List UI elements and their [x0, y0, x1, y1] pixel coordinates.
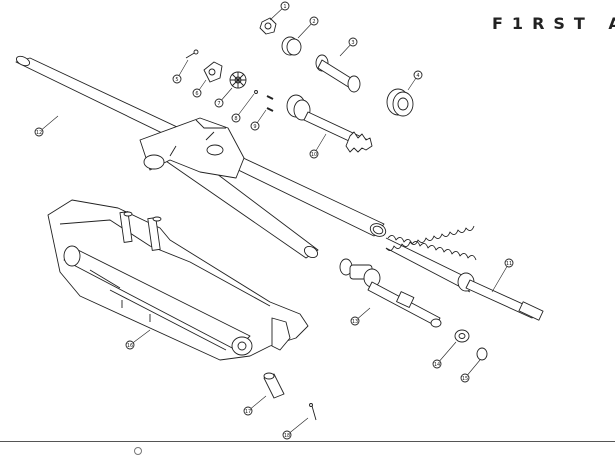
footer-callout-circle	[134, 447, 142, 455]
callout-3-label: 3	[351, 40, 354, 46]
callout-5-label: 5	[175, 77, 178, 83]
part-16-lowers	[47, 199, 309, 361]
footer-divider	[0, 441, 615, 442]
part-13-damper	[339, 258, 442, 328]
callout-2: 2	[309, 16, 319, 26]
crown	[139, 117, 245, 179]
brand-title: F1RST A	[492, 14, 615, 33]
part-7-gear	[229, 71, 247, 89]
callout-6: 6	[192, 88, 202, 98]
callout-7-label: 7	[217, 101, 220, 107]
callout-15: 15	[460, 373, 470, 383]
part-10-cartridge	[286, 94, 373, 153]
part-9-pins	[266, 95, 274, 112]
callout-5: 5	[172, 74, 182, 84]
part-3-shaft	[315, 54, 361, 93]
part-17-valve	[263, 372, 285, 399]
part-1-nut	[259, 17, 277, 35]
callout-9: 9	[250, 121, 260, 131]
part-8-ball	[254, 90, 258, 94]
callout-7: 7	[214, 98, 224, 108]
callout-6-label: 6	[195, 91, 198, 97]
part-18-pin	[309, 403, 317, 421]
callout-1-label: 1	[283, 4, 286, 10]
callout-14-label: 14	[434, 362, 440, 368]
callout-10: 10	[309, 149, 319, 159]
callout-3: 3	[348, 37, 358, 47]
callout-18: 18	[282, 430, 292, 440]
callout-8-label: 8	[234, 116, 237, 122]
callout-8: 8	[231, 113, 241, 123]
part-2-top-cap	[281, 36, 302, 56]
callout-10-label: 10	[311, 152, 317, 158]
callout-4-label: 4	[416, 73, 419, 79]
callout-4: 4	[413, 70, 423, 80]
callout-18-label: 18	[284, 433, 290, 439]
part-11-spring	[385, 225, 477, 293]
callout-15-label: 15	[462, 376, 468, 382]
part-15-oring	[476, 347, 488, 361]
part-5-screw	[185, 49, 199, 59]
callout-13: 13	[350, 316, 360, 326]
callout-16: 16	[125, 340, 135, 350]
part-11-rod	[457, 272, 544, 321]
part-4-seal	[386, 88, 414, 117]
callout-13-label: 13	[352, 319, 358, 325]
callout-17-label: 17	[245, 409, 251, 415]
callout-11-label: 11	[506, 261, 512, 267]
callout-16-label: 16	[127, 343, 133, 349]
callout-14: 14	[432, 359, 442, 369]
callout-2-label: 2	[312, 19, 315, 25]
callout-11: 11	[504, 258, 514, 268]
callout-9-label: 9	[253, 124, 256, 130]
callout-17: 17	[243, 406, 253, 416]
callout-12: 12	[34, 127, 44, 137]
part-6-knob	[203, 61, 223, 83]
part-14-bushing	[454, 329, 470, 343]
callout-1: 1	[280, 1, 290, 11]
callout-12-label: 12	[36, 130, 42, 136]
